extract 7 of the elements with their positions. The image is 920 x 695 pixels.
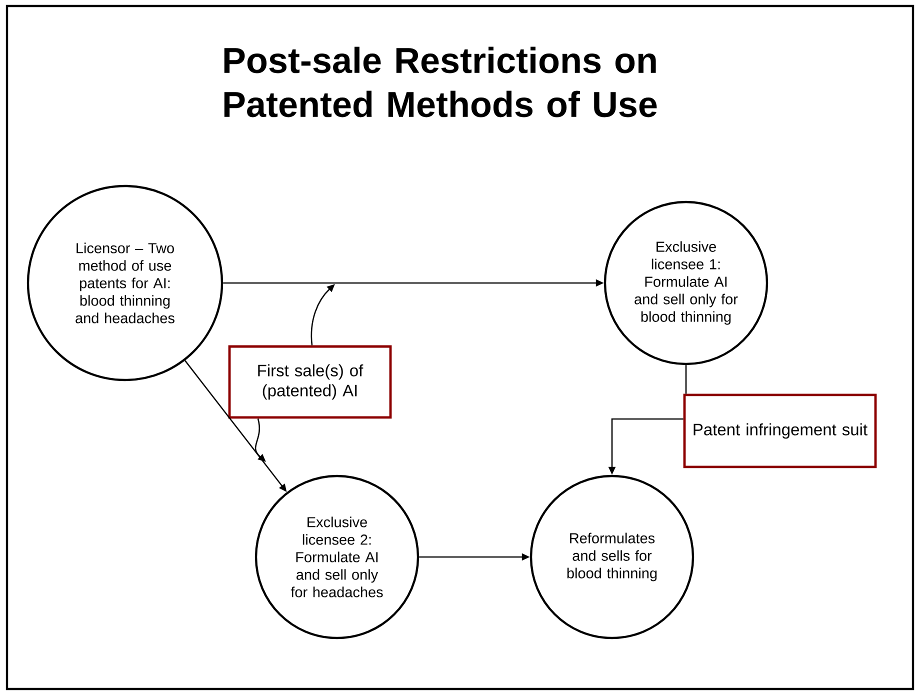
circle-node: Exclusive licensee 1: Formulate AI and sell only for blood thinning (604, 200, 768, 366)
circle-node: Exclusive licensee 2: Formulate AI and sell only for headaches (254, 474, 420, 640)
note-box: Patent infringement suit (683, 394, 877, 468)
circle-node: Reformulates and sells for blood thinning (530, 474, 694, 640)
circle-node: Licensor – Two method of use patents for AI: blood thinning and headaches (26, 184, 224, 382)
title: Post-sale Restrictions on Patented Methods of Use (224, 46, 657, 118)
note-box: First sale(s) of (patented) AI (228, 345, 392, 419)
